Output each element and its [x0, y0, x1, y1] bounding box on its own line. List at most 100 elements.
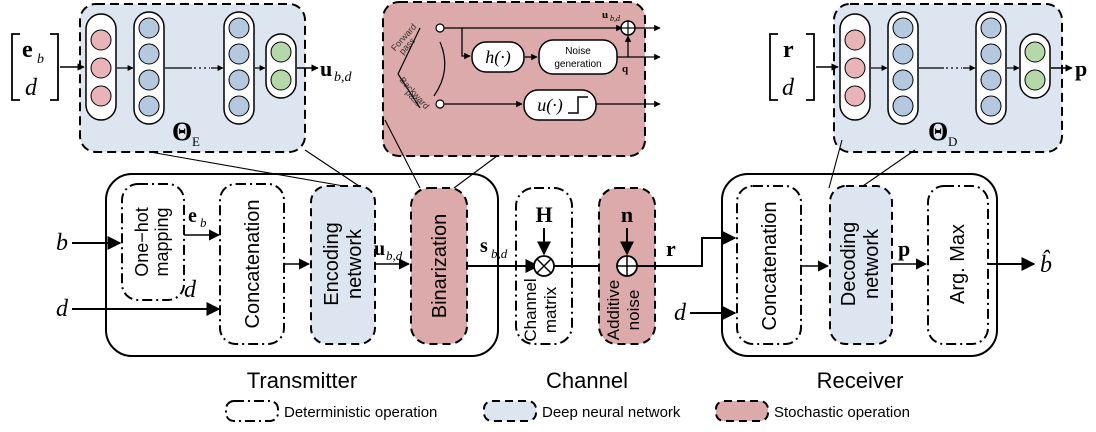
rx-concatenation-block	[736, 185, 802, 345]
decoder-node	[844, 85, 866, 107]
decoder-node	[844, 29, 866, 51]
encoder-node	[138, 95, 160, 117]
encoder-node	[90, 57, 112, 79]
legend-deterministic-label: Deterministic operation	[284, 404, 437, 421]
encoder-theta: Θ	[172, 117, 192, 146]
decoder-node	[980, 69, 1002, 91]
adder-to-receiver-wire	[637, 231, 737, 267]
inset-q-label: q	[622, 63, 629, 75]
encoder-layer-hidden-2	[223, 11, 255, 125]
tx-d-label: d	[184, 277, 197, 303]
binarization-inset-box	[382, 1, 646, 157]
forward-switch-line	[397, 27, 421, 75]
encoder-input-bracket-left	[11, 33, 20, 101]
decoder-node	[980, 95, 1002, 117]
tx-e-sub: b	[200, 215, 207, 230]
encoder-node	[228, 95, 250, 117]
tx-concatenation-label: Concatenation	[242, 200, 264, 329]
encoding-network-label-2: network	[344, 228, 366, 299]
inset-u-label: u	[602, 9, 608, 21]
decoder-node	[892, 69, 914, 91]
channel-n-label: n	[621, 202, 633, 227]
encoder-node	[270, 69, 292, 91]
decoder-output-p: p	[1075, 56, 1087, 81]
channel-matrix-label-1: Channel	[521, 278, 540, 341]
legend-stochastic-label: Stochastic operation	[774, 404, 910, 421]
receiver: r d Concatenation Decoding network p Arg…	[637, 173, 1052, 393]
encoding-network-block	[310, 185, 376, 345]
decoder-input-bracket-right	[806, 33, 815, 101]
binarization-label: Binarization	[429, 214, 451, 319]
legend-dnn-label: Deep neural network	[542, 404, 681, 421]
backward-switch-line	[397, 73, 421, 109]
rx-r-label: r	[666, 236, 676, 261]
channel-H-label: H	[535, 202, 552, 227]
tx-u-sub: b,d	[386, 248, 403, 263]
argmax-label: Arg. Max	[947, 224, 969, 304]
encoder-node	[270, 41, 292, 63]
decoder-node	[892, 17, 914, 39]
decoder-theta-sub: D	[948, 134, 957, 149]
decoder-layer-hidden-2	[975, 11, 1007, 125]
channel-matrix-label-2: matrix	[541, 286, 560, 333]
encoder-node	[90, 29, 112, 51]
inset-u-sub: b,d	[610, 14, 621, 23]
encoder-input-bracket-right	[50, 33, 59, 101]
encoder-node	[90, 85, 112, 107]
decoding-network-label-2: network	[861, 228, 883, 299]
encoder-input-e-sub: b	[37, 52, 44, 67]
encoder-output-u-sub: b,d	[334, 70, 353, 85]
encoder-output-u: u	[320, 56, 332, 81]
decoder-layer-hidden-1	[887, 11, 919, 125]
encoding-network-label-1: Encoding	[321, 222, 343, 305]
onehot-label-2: mapping	[152, 207, 172, 276]
decoder-input-r: r	[783, 37, 794, 63]
rx-input-d: d	[674, 300, 687, 326]
transmitter: b One−hot mapping e b d d Concatenation …	[56, 173, 499, 393]
onehot-label-1: One−hot	[132, 207, 152, 277]
backward-node	[435, 99, 445, 109]
forward-wire-to-h	[444, 27, 471, 60]
encoder-connector-left	[149, 151, 356, 189]
h-function-box	[471, 41, 525, 73]
output-b-hat: b̂	[1040, 250, 1052, 278]
encoder-node	[228, 17, 250, 39]
binarization-inset: Forward pass Backward pass h(·) Noise ge…	[382, 1, 661, 157]
legend-deterministic-swatch	[225, 400, 279, 422]
decoder-theta: Θ	[928, 117, 948, 146]
h-function-label: h(·)	[485, 47, 511, 68]
binarization-connector-right	[453, 155, 498, 189]
decoder-node	[980, 17, 1002, 39]
decoder-connector-right	[859, 149, 916, 189]
additive-noise-label-2: noise	[624, 290, 643, 331]
decoder-inset: r d Θ D p	[769, 3, 1087, 153]
transmitter-caption: Transmitter	[247, 368, 357, 393]
forward-node	[435, 23, 445, 33]
encoder-node	[228, 43, 250, 65]
step-icon	[568, 96, 588, 114]
receiver-caption: Receiver	[817, 368, 904, 393]
channel-caption: Channel	[546, 368, 628, 393]
decoder-node	[892, 95, 914, 117]
binarization-connector-left	[384, 119, 421, 189]
decoder-connector-left	[828, 139, 843, 189]
legend-stochastic-swatch	[715, 400, 769, 422]
inset-connectors	[149, 119, 916, 189]
tx-u-label: u	[374, 238, 385, 260]
decoder-input-d: d	[782, 75, 795, 101]
noise-generation-label-2: generation	[554, 59, 601, 70]
onehot-mapping-block	[121, 183, 185, 301]
noise-generation-label-1: Noise	[565, 46, 591, 57]
input-b: b	[56, 230, 68, 256]
encoder-node	[228, 69, 250, 91]
decoder-node	[1024, 41, 1046, 63]
encoder-connector-right	[304, 149, 363, 189]
decoder-node	[1024, 69, 1046, 91]
channel: s b,d H Channel matrix n Additive noise …	[467, 187, 656, 393]
encoder-node	[138, 17, 160, 39]
multiplier-x-2	[536, 258, 552, 274]
encoder-node	[138, 69, 160, 91]
switch-arc	[433, 41, 446, 97]
